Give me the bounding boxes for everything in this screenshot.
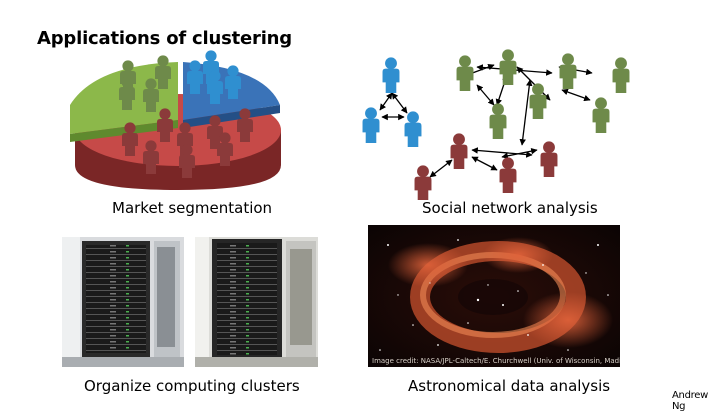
network-blue-people [362, 57, 422, 147]
market-segmentation-pie-illustration [70, 50, 281, 190]
social-network-illustration [362, 49, 630, 200]
footer-author: Andrew Ng [672, 390, 708, 412]
image-credit: Image credit: NASA/JPL-Caltech/E. Church… [372, 357, 620, 365]
caption-organize-computing-clusters: Organize computing clusters [84, 377, 300, 395]
caption-social-network-analysis: Social network analysis [422, 199, 598, 217]
network-red-people [414, 133, 558, 200]
astronomical-nebula-photo: Image credit: NASA/JPL-Caltech/E. Church… [368, 225, 620, 367]
caption-astronomical-data-analysis: Astronomical data analysis [408, 377, 611, 395]
network-green-people [456, 49, 630, 139]
stars [379, 239, 609, 351]
server-racks-photo [62, 237, 318, 367]
slide-title: Applications of clustering [37, 28, 292, 49]
caption-market-segmentation: Market segmentation [112, 199, 273, 217]
